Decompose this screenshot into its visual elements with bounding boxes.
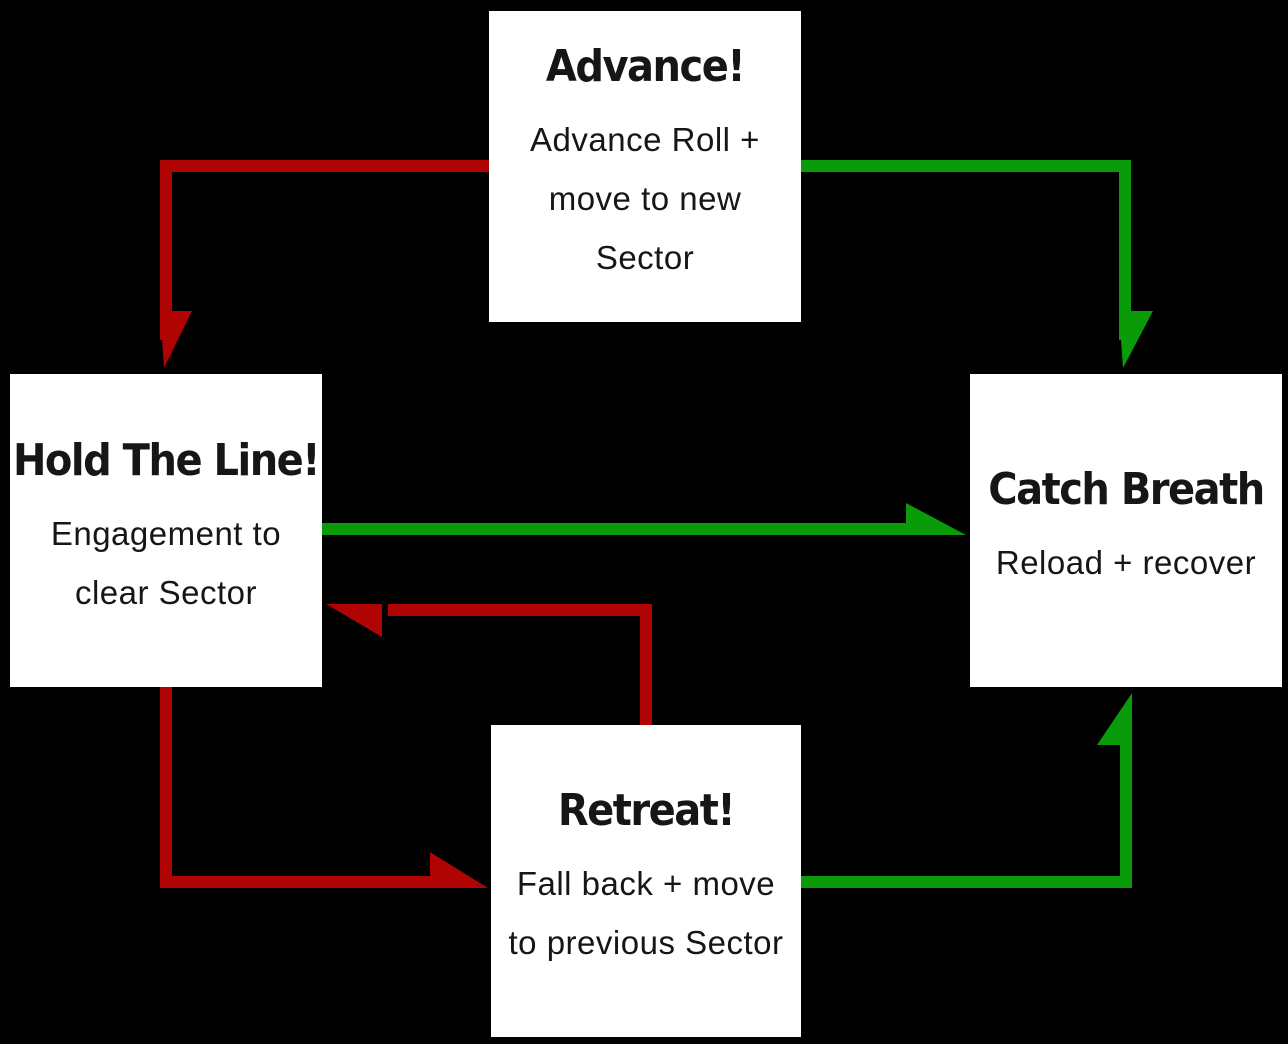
node-advance-title: Advance!: [545, 42, 746, 92]
arrow-hold-to-catch: [322, 503, 966, 535]
node-advance-text-line: Sector: [595, 239, 695, 276]
node-hold-the-line-title: Hold The Line!: [12, 435, 321, 486]
arrow-hold-to-retreat: [160, 687, 488, 888]
arrowhead-left-icon: [326, 604, 382, 637]
node-catch-breath-title: Catch Breath: [988, 465, 1265, 515]
arrowhead-right-icon: [430, 852, 488, 888]
node-retreat-text-line: to previous Sector: [508, 924, 784, 961]
node-advance-text-line: Advance Roll +: [530, 121, 760, 158]
arrowhead-right-icon: [906, 503, 966, 535]
node-retreat-text-line: Fall back + move: [516, 865, 776, 902]
arrowhead-down-icon: [160, 311, 192, 368]
node-hold-the-line-text-line: clear Sector: [74, 573, 258, 611]
arrow-advance-to-hold: [160, 160, 489, 368]
arrowhead-down-icon: [1119, 311, 1153, 368]
arrow-advance-to-catch: [801, 160, 1153, 368]
arrow-retreat-to-catch: [801, 693, 1132, 888]
node-advance: Advance! Advance Roll + move to new Sect…: [489, 11, 801, 322]
node-catch-breath-text-line: Reload + recover: [995, 544, 1257, 581]
node-retreat-title: Retreat!: [557, 786, 736, 836]
node-retreat: Retreat! Fall back + move to previous Se…: [491, 725, 801, 1037]
node-hold-the-line-text-line: Engagement to: [50, 514, 282, 552]
arrowhead-up-icon: [1097, 693, 1132, 745]
node-hold-the-line: Hold The Line! Engagement to clear Secto…: [10, 374, 322, 687]
node-advance-text-line: move to new: [548, 180, 742, 217]
arrow-retreat-to-hold: [326, 604, 652, 725]
node-catch-breath: Catch Breath Reload + recover: [970, 374, 1282, 687]
